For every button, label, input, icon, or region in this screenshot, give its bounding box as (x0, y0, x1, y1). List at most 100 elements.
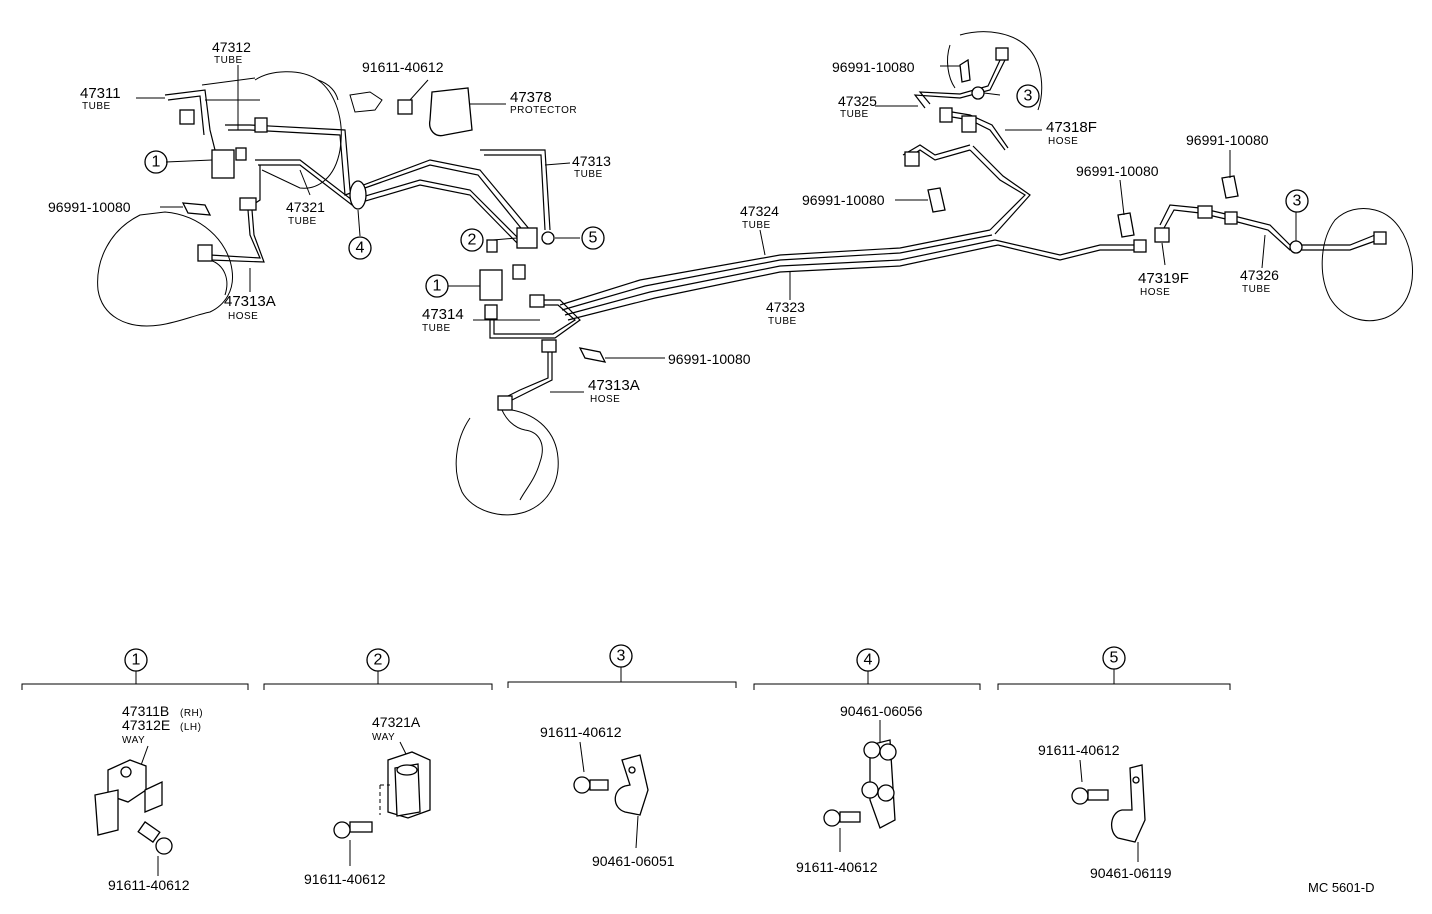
svg-text:47323: 47323 (766, 299, 805, 315)
svg-text:TUBE: TUBE (422, 323, 451, 334)
callout-96991-10080-rear-right-top: 96991-10080 (1186, 132, 1269, 148)
ref-circle-3-rear-right: 3 (1285, 189, 1309, 213)
svg-text:91611-40612: 91611-40612 (362, 59, 444, 75)
callout-47313A-center: 47313A HOSE (588, 377, 640, 405)
svg-text:47318F: 47318F (1046, 119, 1097, 136)
svg-text:TUBE: TUBE (1242, 284, 1271, 295)
svg-text:TUBE: TUBE (574, 169, 603, 180)
callout-47311: 47311 TUBE (80, 85, 121, 112)
detail-2: 2 47321A WAY 91611-40612 (263, 648, 493, 887)
svg-text:47378: 47378 (510, 89, 552, 106)
svg-text:WAY: WAY (372, 732, 395, 743)
svg-text:TUBE: TUBE (288, 216, 317, 227)
callout-47324: 47324 TUBE (740, 203, 779, 231)
ref-circle-4: 4 (348, 236, 372, 260)
svg-text:TUBE: TUBE (82, 101, 111, 112)
callout-47313: 47313 TUBE (572, 153, 611, 180)
svg-text:90461-06051: 90461-06051 (592, 853, 675, 869)
rear-right-brake-drum (1321, 207, 1414, 322)
callout-96991-10080-rear-mid: 96991-10080 (802, 192, 885, 208)
svg-text:47312E: 47312E (122, 717, 170, 733)
svg-text:PROTECTOR: PROTECTOR (510, 105, 577, 116)
detail-5: 5 91611-40612 90461-06119 (997, 646, 1231, 881)
svg-text:90461-06056: 90461-06056 (840, 703, 923, 719)
svg-text:HOSE: HOSE (1048, 136, 1078, 147)
ref-circle-5: 5 (581, 226, 605, 250)
callout-47326: 47326 TUBE (1240, 267, 1279, 295)
callout-47314: 47314 TUBE (422, 306, 464, 334)
callout-47323: 47323 TUBE (766, 299, 805, 327)
fittings (179, 47, 1387, 411)
rear-left-brake-drum (947, 31, 1043, 111)
callout-91611-40612-top: 91611-40612 (362, 59, 444, 75)
detail-3: 3 91611-40612 90461-06051 (507, 644, 737, 869)
callout-47325: 47325 TUBE (838, 93, 877, 120)
svg-text:WAY: WAY (122, 735, 145, 746)
svg-text:3: 3 (617, 648, 626, 665)
ref-circle-1-center: 1 (425, 274, 449, 298)
svg-text:47314: 47314 (422, 306, 464, 323)
svg-text:4: 4 (864, 652, 873, 669)
svg-text:96991-10080: 96991-10080 (668, 351, 751, 367)
callout-96991-10080-rear-top: 96991-10080 (832, 59, 915, 75)
svg-text:3: 3 (1293, 193, 1302, 210)
svg-text:91611-40612: 91611-40612 (540, 724, 622, 740)
svg-text:47321A: 47321A (372, 714, 421, 730)
detail-1: 1 47311B (RH) 47312E (LH) WAY 91611-4061… (21, 648, 249, 893)
diagram-code: MC 5601-D (1308, 880, 1374, 895)
svg-text:47313A: 47313A (224, 293, 276, 310)
svg-text:TUBE: TUBE (768, 316, 797, 327)
svg-text:47326: 47326 (1240, 267, 1279, 283)
svg-text:47321: 47321 (286, 199, 325, 215)
svg-text:4: 4 (356, 240, 365, 257)
svg-text:47319F: 47319F (1138, 270, 1189, 287)
front-right-brake-drum (455, 404, 559, 516)
svg-text:47324: 47324 (740, 203, 779, 219)
detail-4: 4 90461-06056 91611-40612 (753, 648, 981, 875)
svg-text:5: 5 (1110, 650, 1119, 667)
svg-text:HOSE: HOSE (590, 394, 620, 405)
callout-96991-10080-center: 96991-10080 (668, 351, 751, 367)
svg-text:96991-10080: 96991-10080 (832, 59, 915, 75)
svg-text:(RH): (RH) (180, 708, 203, 719)
callout-47313A-left: 47313A HOSE (224, 293, 276, 322)
svg-text:47313A: 47313A (588, 377, 640, 394)
brake-booster (201, 71, 383, 189)
svg-text:TUBE: TUBE (214, 55, 243, 66)
svg-text:HOSE: HOSE (1140, 287, 1170, 298)
front-left-brake-drum (97, 211, 234, 327)
callout-47321: 47321 TUBE (286, 199, 325, 227)
ref-circle-3-rear-left: 3 (1016, 84, 1040, 108)
svg-text:1: 1 (132, 652, 141, 669)
svg-text:47313: 47313 (572, 153, 611, 169)
svg-text:1: 1 (152, 154, 161, 171)
callout-47319F: 47319F HOSE (1138, 270, 1189, 298)
ref-circle-1-left: 1 (144, 150, 168, 174)
svg-text:96991-10080: 96991-10080 (802, 192, 885, 208)
svg-text:47311B: 47311B (122, 703, 169, 719)
leader-lines (136, 65, 1297, 393)
callout-47378: 47378 PROTECTOR (510, 89, 577, 116)
svg-text:91611-40612: 91611-40612 (108, 877, 190, 893)
svg-text:1: 1 (433, 278, 442, 295)
svg-text:TUBE: TUBE (742, 220, 771, 231)
svg-text:47325: 47325 (838, 93, 877, 109)
svg-text:96991-10080: 96991-10080 (48, 199, 131, 215)
brake-pipes (164, 57, 1379, 405)
svg-text:96991-10080: 96991-10080 (1186, 132, 1269, 148)
svg-text:TUBE: TUBE (840, 109, 869, 120)
callout-47318F: 47318F HOSE (1046, 119, 1097, 147)
svg-text:90461-06119: 90461-06119 (1090, 865, 1172, 881)
callout-47312: 47312 TUBE (212, 39, 251, 66)
ref-circle-2: 2 (460, 228, 484, 252)
svg-text:47311: 47311 (80, 85, 121, 102)
svg-text:(LH): (LH) (180, 722, 201, 733)
svg-text:47312: 47312 (212, 39, 251, 55)
svg-text:2: 2 (374, 652, 383, 669)
svg-text:91611-40612: 91611-40612 (796, 859, 878, 875)
callout-96991-10080-rear-right: 96991-10080 (1076, 163, 1159, 179)
svg-text:91611-40612: 91611-40612 (1038, 742, 1120, 758)
svg-text:3: 3 (1024, 88, 1033, 105)
svg-text:91611-40612: 91611-40612 (304, 871, 386, 887)
